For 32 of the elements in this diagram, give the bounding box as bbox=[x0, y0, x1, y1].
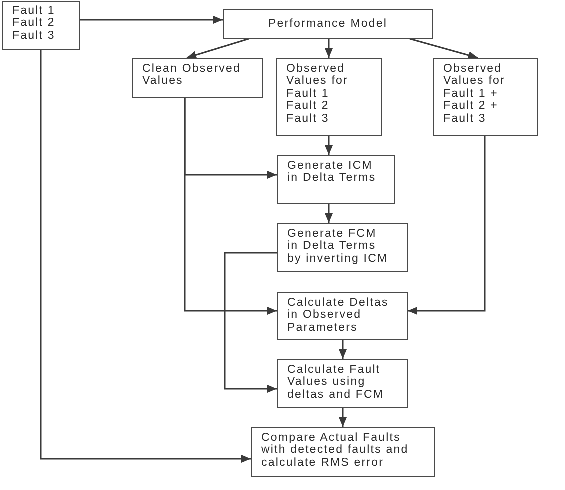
arrow bbox=[410, 38, 478, 60]
step-label: Clean Observed Values bbox=[142, 63, 242, 88]
step-label: Compare Actual Faults with detected faults and calculate RMS error bbox=[262, 432, 410, 470]
arrow bbox=[40, 50, 251, 463]
arrow bbox=[184, 98, 277, 315]
arrow bbox=[224, 252, 277, 393]
arrow bbox=[325, 136, 333, 155]
process-box bbox=[277, 292, 408, 340]
arrow bbox=[408, 136, 486, 315]
arrow bbox=[339, 340, 347, 359]
step-label: Calculate Fault Values using deltas and FCM bbox=[288, 364, 386, 402]
process-box bbox=[132, 58, 263, 98]
arrow bbox=[325, 204, 333, 223]
process-box bbox=[276, 58, 382, 136]
process-box bbox=[433, 58, 538, 136]
arrow bbox=[186, 38, 250, 60]
step-label: Observed Values for Fault 1 Fault 2 Fault 3 bbox=[286, 63, 350, 126]
input-box bbox=[2, 1, 80, 50]
step-label: Performance Model bbox=[268, 18, 388, 30]
process-box bbox=[277, 359, 408, 408]
step-label: Fault 1 Fault 2 Fault 3 bbox=[12, 5, 56, 42]
step-label: Generate ICM in Delta Terms bbox=[288, 160, 378, 185]
arrow bbox=[80, 16, 223, 24]
process-box bbox=[277, 155, 395, 204]
arrow bbox=[339, 408, 347, 427]
arrow bbox=[325, 39, 333, 58]
step-label: Generate FCM in Delta Terms by inverting ICM bbox=[288, 228, 390, 266]
process-box bbox=[277, 223, 408, 272]
step-label: Calculate Deltas in Observed Parameters bbox=[288, 297, 390, 334]
process-box bbox=[251, 427, 435, 477]
step-label: Observed Values for Fault 1 + Fault 2 + Fault 3 bbox=[444, 63, 506, 126]
process-box bbox=[223, 9, 433, 39]
